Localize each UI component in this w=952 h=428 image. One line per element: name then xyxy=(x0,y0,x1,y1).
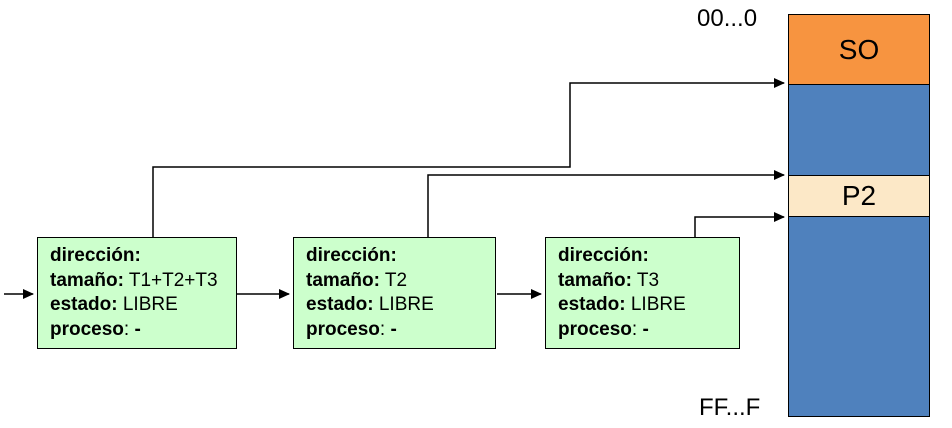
node-field-label: estado: xyxy=(306,294,374,315)
node-line: proceso: - xyxy=(558,318,739,343)
node-line: tamaño: T2 xyxy=(306,269,495,294)
node-field-label: - xyxy=(642,318,649,340)
node-field-label: estado: xyxy=(50,294,118,315)
node-field-label: tamaño: xyxy=(50,269,124,291)
node-field-value: : xyxy=(123,318,135,340)
node-field-value: : xyxy=(379,318,391,340)
node-field-value: T1+T2+T3 xyxy=(123,269,218,291)
node-field-label: proceso xyxy=(558,318,632,340)
node-field-value: T2 xyxy=(379,269,408,291)
memory-segment-label: P2 xyxy=(841,180,877,211)
node-field-label: tamaño: xyxy=(558,269,632,291)
memory-bottom-address-label: FF...F xyxy=(699,394,761,421)
memory-segment-free-3 xyxy=(789,216,929,415)
node-line: dirección: xyxy=(306,244,495,269)
node-field-label: estado: xyxy=(558,294,626,315)
node-field-label: dirección: xyxy=(558,245,649,266)
node-field-label: - xyxy=(390,318,397,340)
node-line: tamaño: T3 xyxy=(558,269,739,294)
node-field-label: proceso xyxy=(306,318,380,340)
pointer-node1-to-memory xyxy=(152,78,785,237)
node-field-value: LIBRE xyxy=(373,294,434,315)
node-line: estado: LIBRE xyxy=(306,293,495,318)
node-field-label: dirección: xyxy=(306,245,397,266)
memory-map-column: SO P2 xyxy=(788,14,930,417)
node-line: dirección: xyxy=(558,244,739,269)
node-line: estado: LIBRE xyxy=(50,293,236,318)
node-line: tamaño: T1+T2+T3 xyxy=(50,269,236,294)
node-field-value: LIBRE xyxy=(625,294,686,315)
pointer-node2-to-memory xyxy=(427,170,785,258)
node-field-label: - xyxy=(134,318,141,340)
node-field-value: : xyxy=(631,318,643,340)
node-field-label: tamaño: xyxy=(306,269,380,291)
memory-segment-label: SO xyxy=(838,33,880,65)
node-line: estado: LIBRE xyxy=(558,293,739,318)
node-line: proceso: - xyxy=(306,318,495,343)
node-field-label: proceso xyxy=(50,318,124,340)
node-line: dirección: xyxy=(50,244,236,269)
memory-segment-free-1 xyxy=(789,84,929,175)
memory-segment-p2: P2 xyxy=(789,175,929,216)
memory-segment-so: SO xyxy=(789,15,929,84)
node-field-value: T3 xyxy=(631,269,660,291)
memory-top-address-label: 00...0 xyxy=(697,5,758,32)
node-field-value: LIBRE xyxy=(117,294,178,315)
node-field-label: dirección: xyxy=(50,245,141,266)
node-line: proceso: - xyxy=(50,318,236,343)
